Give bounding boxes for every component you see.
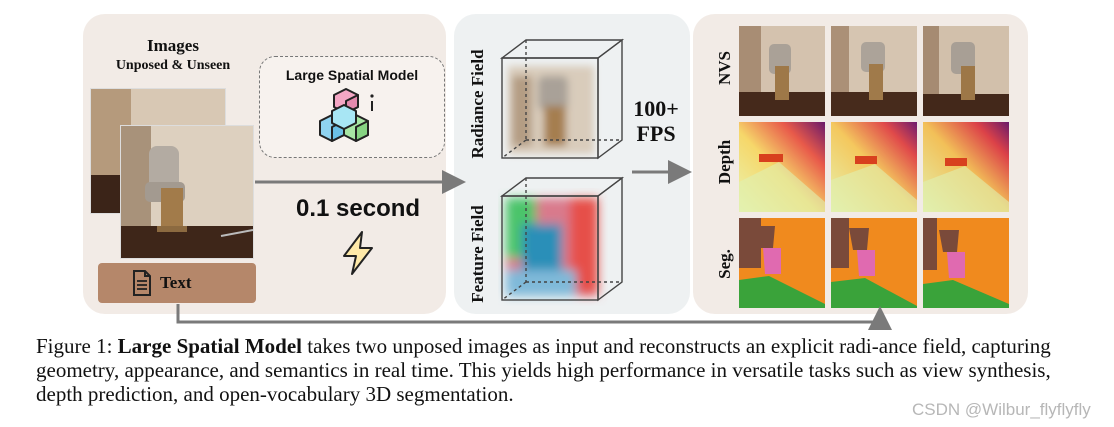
radiance-field-label: Radiance Field [468, 49, 487, 159]
nvs-label: NVS [715, 51, 734, 86]
feature-field-cube [499, 176, 625, 302]
document-icon [133, 270, 151, 296]
fps-label: 100+ FPS [626, 96, 686, 146]
text-input-box: Text [98, 263, 256, 303]
depth-image [739, 122, 825, 212]
fps-unit: FPS [636, 121, 676, 146]
segmentation-image [831, 218, 917, 308]
seg-label: Seg. [715, 249, 734, 279]
figure-caption: Figure 1: Large Spatial Model takes two … [36, 334, 1086, 406]
model-label: Large Spatial Model [285, 67, 419, 83]
text-label: Text [160, 273, 192, 292]
cubes-icon [319, 88, 374, 142]
depth-label: Depth [715, 139, 734, 185]
depth-image [831, 122, 917, 212]
watermark: CSDN @Wilbur_flyflyfly [912, 400, 1091, 419]
nvs-image [923, 26, 1009, 116]
feature-field-label: Feature Field [468, 205, 487, 303]
lightning-icon [343, 231, 373, 275]
caption-text: takes two unposed images as input and re… [36, 334, 1051, 406]
caption-bold: Large Spatial Model [117, 334, 302, 358]
speed-label: 0.1 second [296, 195, 421, 222]
radiance-field-cube [499, 38, 625, 160]
depth-image [923, 122, 1009, 212]
large-spatial-model-box: Large Spatial Model [259, 56, 445, 158]
nvs-image [739, 26, 825, 116]
nvs-image [831, 26, 917, 116]
segmentation-image [923, 218, 1009, 308]
caption-prefix: Figure 1: [36, 334, 118, 358]
images-subtitle: Unposed & Unseen [115, 58, 231, 73]
input-image-2 [120, 125, 254, 259]
segmentation-image [739, 218, 825, 308]
images-title: Images [147, 36, 199, 55]
fps-value: 100+ [633, 96, 679, 121]
